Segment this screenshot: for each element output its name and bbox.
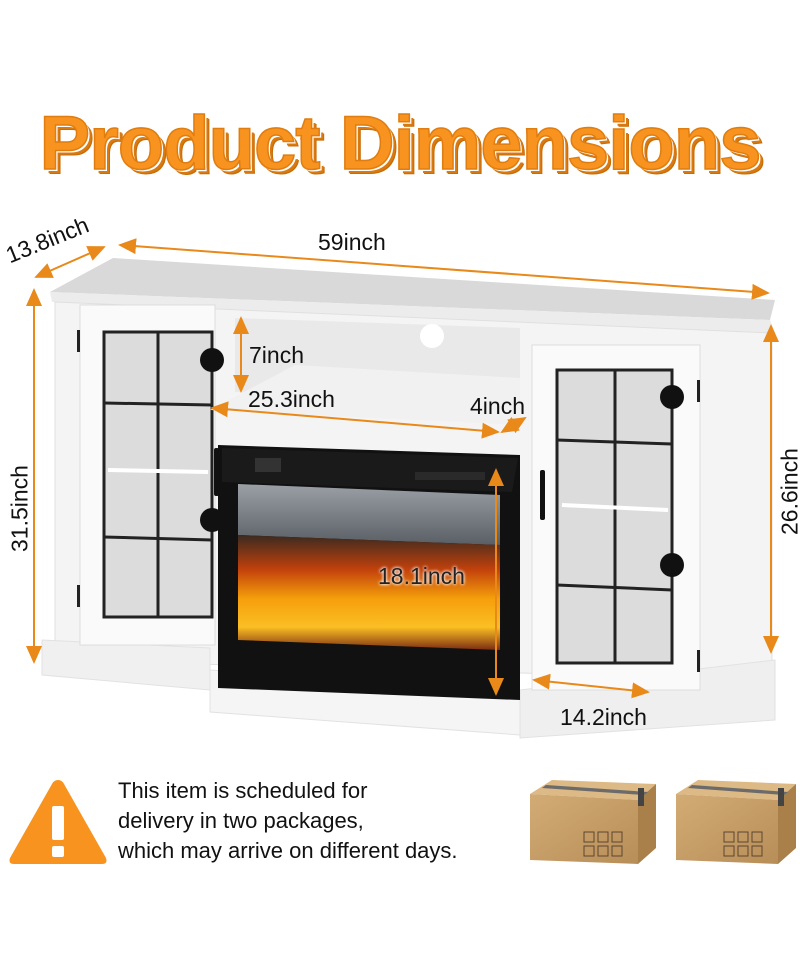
page-title: Product Dimensions [39, 100, 763, 187]
fireplace-width-label: 25.3inch [248, 386, 335, 412]
width-label: 59inch [318, 229, 386, 255]
cabinet-width-label: 14.2inch [560, 704, 647, 730]
package-box-icon [676, 780, 796, 864]
package-box-icon [530, 780, 656, 864]
delivery-notice: This item is scheduled for delivery in t… [118, 776, 458, 866]
warning-icon [9, 780, 107, 864]
total-height-label: 31.5inch [6, 465, 33, 552]
dimension-arrows [26, 238, 779, 699]
fireplace-depth-label: 4inch [470, 393, 525, 419]
shelf-height-label: 7inch [249, 342, 304, 368]
notice-line-1: This item is scheduled for [118, 778, 368, 803]
notice-line-3: which may arrive on different days. [118, 838, 458, 863]
notice-line-2: delivery in two packages, [118, 808, 364, 833]
fireplace-height-label: 18.1inch [378, 563, 465, 589]
cabinet-height-label: 26.6inch [776, 448, 800, 535]
